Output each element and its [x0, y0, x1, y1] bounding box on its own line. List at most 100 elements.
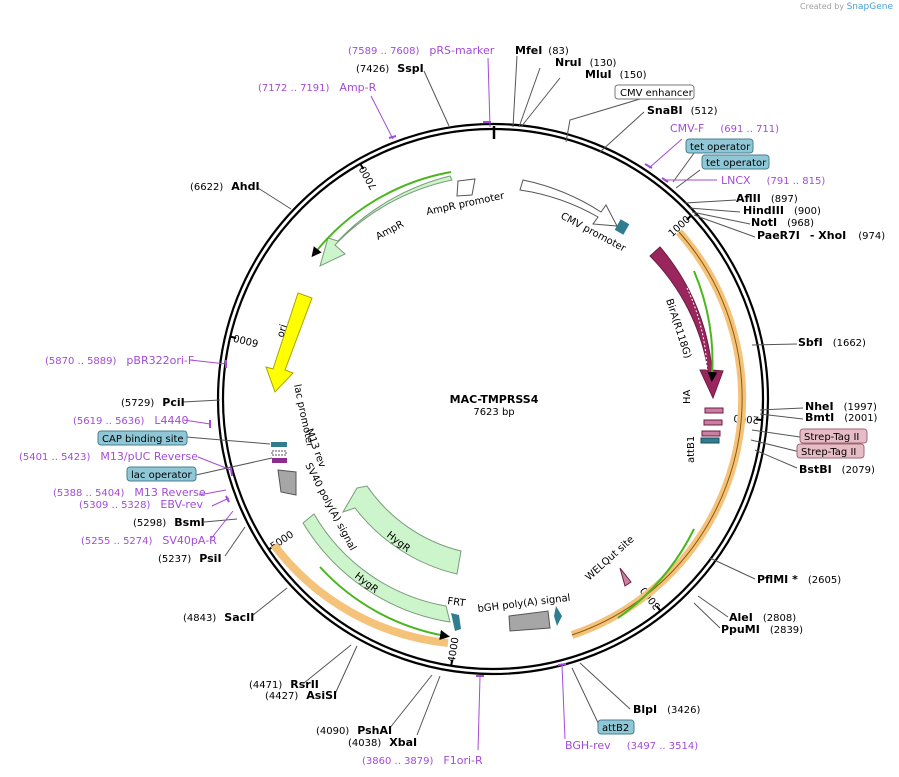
tick-mark-7000: [359, 163, 365, 170]
site-xbai: (4038)XbaI: [348, 736, 417, 749]
strep-tag-2: [701, 430, 721, 437]
label-welqut: WELQut site: [584, 534, 637, 583]
brand-prefix: Created by: [800, 2, 845, 11]
site-nhei: NheI(1997): [805, 400, 877, 413]
ampr-arrow[interactable]: [319, 175, 453, 267]
svg-text:tet operator: tet operator: [706, 158, 767, 169]
primer-m13-reverse: (5388 .. 5404)M13 Reverse: [53, 486, 206, 499]
site-blpi: BlpI(3426): [633, 703, 700, 716]
site-bsmi: (5298)BsmI: [133, 516, 205, 529]
m13-block: [272, 458, 287, 463]
bgh-polya-block: [508, 610, 551, 632]
site-psii: (5237)PsiI: [158, 552, 222, 565]
frt-block: [451, 613, 461, 631]
label-ampr: AmpR: [374, 219, 406, 243]
box-cap-binding-site: CAP binding site: [97, 430, 188, 446]
box-tet-operator-1: tet operator: [685, 138, 754, 154]
snapgene-brand: Created by SnapGene: [800, 2, 893, 12]
site-noti: NotI(968): [751, 216, 814, 229]
cap-block: [271, 442, 287, 447]
box-strep-tag-2: Strep-Tag II: [796, 443, 865, 459]
site-snabi: SnaBI(512): [647, 104, 718, 117]
label-attb1: attB1: [686, 436, 697, 463]
attb2-block: [554, 606, 562, 626]
label-cmv-promoter: CMV promoter: [559, 211, 629, 255]
box-cmv-enhancer: CMV enhancer: [614, 84, 695, 100]
site-ppumi: PpuMI(2839): [721, 623, 803, 636]
tick-mark-6000: [230, 335, 237, 340]
site-pflmi: PflMI *(2605): [757, 573, 841, 586]
orange-band-left: [270, 542, 449, 647]
site-mlui: MluI(150): [585, 68, 647, 81]
primer-prs-marker: (7589 .. 7608)pRS-marker: [348, 44, 495, 57]
svg-text:CAP binding site: CAP binding site: [102, 434, 184, 445]
ha-tag: [704, 407, 724, 414]
svg-text:Strep-Tag II: Strep-Tag II: [804, 432, 859, 443]
strep-tag-1: [703, 419, 723, 426]
lac-promoter-block: [271, 450, 287, 456]
primer-cmv-f: CMV-F(691 .. 711): [670, 122, 779, 135]
leader-lines: [182, 55, 804, 736]
site-paer7i-xhoi: PaeR7I- XhoI(974): [757, 229, 885, 242]
site-bmti: BmtI(2001): [805, 411, 878, 424]
primer-m13-puc-reverse: (5401 .. 5423)M13/pUC Reverse: [19, 450, 198, 463]
hygr-arrow-1[interactable]: [341, 485, 462, 575]
primer-lncx: LNCX(791 .. 815): [721, 174, 825, 187]
primer-l4440: (5619 .. 5636)L4440: [73, 414, 189, 427]
plasmid-name: MAC-TMPRSS4: [450, 393, 539, 406]
site-sspi: (7426)SspI: [356, 62, 424, 75]
ori-arrow[interactable]: [265, 292, 313, 393]
green-line-3: [319, 566, 450, 640]
box-attb2: attB2: [597, 719, 635, 735]
ampr-promoter-arrow: [456, 178, 476, 197]
cmv-promoter-arrow[interactable]: [519, 179, 618, 227]
site-bstbi: BstBI(2079): [799, 463, 875, 476]
site-sacii: (4843)SacII: [183, 611, 254, 624]
snapgene-logo-text: SnapGene: [846, 2, 893, 12]
welqut-site: [619, 567, 632, 587]
hygr-arrow-2[interactable]: [302, 513, 451, 623]
site-hindiii: HindIII(900): [743, 204, 821, 217]
ampr-ann: [311, 171, 452, 258]
primer-sv40pa-r: (5255 .. 5274)SV40pA-R: [81, 534, 217, 547]
backbone-outer: [216, 122, 770, 676]
label-ha: HA: [682, 389, 693, 404]
site-asisi: (4427)AsiSI: [265, 689, 337, 702]
label-frt: FRT: [447, 596, 467, 610]
primer-pbr322ori-f: (5870 .. 5889)pBR322ori-F: [45, 354, 194, 367]
svg-text:CMV enhancer: CMV enhancer: [620, 88, 694, 99]
primer-f1ori-r: (3860 .. 3879)F1ori-R: [362, 754, 483, 767]
label-ori: ori: [275, 323, 289, 339]
site-nrui: NruI(130): [555, 56, 617, 69]
plasmid-length: 7623 bp: [473, 407, 514, 418]
tick-mark-1000: [686, 214, 692, 221]
tet-operator-block: [614, 219, 630, 235]
site-pcii: (5729)PciI: [121, 396, 185, 409]
box-lac-operator: lac operator: [126, 466, 197, 482]
site-mfei: MfeI(83): [515, 44, 569, 57]
tick-label-4000: 4000: [447, 637, 462, 664]
sv40-polya-block: [277, 469, 297, 496]
primer-amp-r: (7172 .. 7191)Amp-R: [258, 81, 377, 94]
tick-label-6000: 6000: [232, 332, 259, 349]
primer-ebv-rev: (5309 .. 5328)EBV-rev: [79, 498, 203, 511]
site-pshai: (4090)PshAI: [316, 724, 392, 737]
box-strep-tag-1: Strep-Tag II: [799, 428, 868, 444]
tick-label-7000: 7000: [358, 164, 380, 192]
svg-text:lac operator: lac operator: [131, 470, 192, 481]
tick-mark-4000: [450, 659, 454, 666]
bira-arrow[interactable]: [649, 246, 724, 400]
site-alei: AleI(2808): [729, 611, 796, 624]
primer-bgh-rev: BGH-rev(3497 .. 3514): [565, 739, 698, 752]
bira-dash: [686, 287, 708, 371]
label-m13-rev: M13 rev: [303, 427, 327, 469]
svg-text:attB2: attB2: [602, 723, 629, 734]
site-rsrii: (4471)RsrII: [249, 678, 319, 691]
site-sbfi: SbfI(1662): [798, 336, 866, 349]
tick-mark-3000: [655, 605, 662, 612]
svg-text:tet operator: tet operator: [690, 142, 751, 153]
site-ahdi: (6622)AhdI: [190, 180, 260, 193]
svg-text:Strep-Tag II: Strep-Tag II: [801, 447, 856, 458]
green-line-2: [617, 528, 695, 619]
